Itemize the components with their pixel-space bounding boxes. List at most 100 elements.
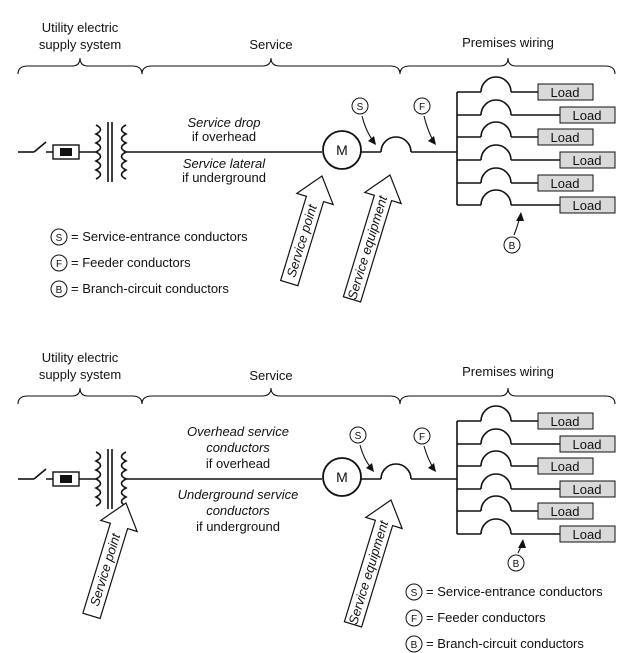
bottom-service-brace [141, 387, 401, 405]
top-switch-blade [33, 141, 47, 153]
bottom-f-badge [413, 427, 431, 445]
bottom-b-badge-label: B [513, 559, 520, 570]
bottom-legend-b-text: = Branch-circuit conductors [426, 636, 584, 651]
bottom-overhead-label-3: if overhead [206, 456, 270, 471]
top-legend-f-letter: F [56, 259, 62, 270]
top-b-badge [503, 236, 521, 254]
bottom-load-4 [559, 480, 616, 498]
top-utility-label-line1: Utility electric [42, 20, 119, 35]
top-legend-f-text: = Feeder conductors [71, 255, 191, 270]
bottom-utility-brace [17, 387, 143, 405]
bottom-service-equipment-arrow: Service equipment [343, 499, 404, 628]
bottom-service-point-arrow: Service point [82, 502, 139, 620]
bottom-underground-label-2: conductors [206, 503, 270, 518]
top-service-equipment-label: Service equipment [344, 193, 390, 302]
bottom-load-3-label: Load [551, 459, 580, 474]
top-load-6-label: Load [573, 198, 602, 213]
bottom-legend-f-text: = Feeder conductors [426, 610, 546, 625]
top-s-pointer-head [368, 136, 376, 145]
bottom-utility-label-line1: Utility electric [42, 350, 119, 365]
bottom-loads: Load Load Load Load Load Load [537, 412, 616, 543]
top-transformer-secondary [120, 124, 128, 180]
bottom-f-badge-label: F [419, 432, 425, 443]
top-premises-label: Premises wiring [462, 35, 554, 50]
top-f-badge [413, 97, 431, 115]
top-service-equipment-arrow: Service equipment [342, 174, 403, 303]
top-legend-f-badge [50, 254, 68, 272]
top-overhead-label-1: Service drop [188, 115, 261, 130]
top-load-6 [559, 196, 616, 214]
bottom-s-pointer-head [366, 463, 374, 472]
bottom-s-badge [349, 426, 367, 444]
top-load-3 [537, 128, 594, 146]
bottom-legend-f-badge [405, 609, 423, 627]
bottom-legend-f-letter: F [411, 614, 417, 625]
bottom-service-label: Service [249, 368, 292, 383]
bottom-b-pointer-head [518, 539, 526, 548]
top-loads: Load Load Load Load Load Load [537, 83, 616, 214]
bottom-switch-blade [33, 468, 47, 480]
top-load-2-label: Load [573, 108, 602, 123]
top-s-badge [351, 97, 369, 115]
bottom-premises-label: Premises wiring [462, 364, 554, 379]
top-underground-label-2: if underground [182, 170, 266, 185]
top-load-1-label: Load [551, 85, 580, 100]
top-service-point-arrow: Service point [279, 175, 335, 287]
top-b-badge-label: B [509, 241, 516, 252]
bottom-s-badge-label: S [355, 431, 362, 442]
top-fuse-element [60, 148, 72, 156]
bottom-main-breaker [380, 463, 412, 480]
top-branch-circuits [457, 76, 560, 206]
bottom-load-5 [537, 502, 594, 520]
bottom-service-equipment-label: Service equipment [345, 518, 391, 627]
top-legend-b-text: = Branch-circuit conductors [71, 281, 229, 296]
top-legend-b-letter: B [56, 285, 63, 296]
top-legend: S = Service-entrance conductors F = Feed… [50, 228, 248, 298]
bottom-load-3 [537, 457, 594, 475]
bottom-overhead-label-1: Overhead service [187, 424, 289, 439]
top-load-5 [537, 174, 594, 192]
top-legend-s-letter: S [56, 233, 63, 244]
top-load-4-label: Load [573, 153, 602, 168]
bottom-load-2 [559, 435, 616, 453]
bottom-diagram: Utility electric supply system Service P… [17, 350, 616, 653]
bottom-legend-b-badge [405, 635, 423, 653]
top-overhead-label-2: if overhead [192, 129, 256, 144]
bottom-load-4-label: Load [573, 482, 602, 497]
top-diagram: Utility electric supply system Service P… [17, 20, 616, 303]
bottom-meter [322, 457, 362, 497]
top-load-5-label: Load [551, 176, 580, 191]
bottom-legend-s-letter: S [411, 588, 418, 599]
top-service-brace [141, 57, 401, 75]
bottom-underground-label-3: if underground [196, 519, 280, 534]
bottom-transformer-primary [94, 451, 102, 507]
bottom-meter-label: M [336, 469, 348, 485]
top-utility-label-line2: supply system [39, 37, 121, 52]
top-load-2 [559, 106, 616, 124]
top-load-4 [559, 151, 616, 169]
bottom-branch-circuits [457, 405, 560, 535]
bottom-underground-label-1: Underground service [178, 487, 299, 502]
bottom-premises-brace [399, 387, 616, 405]
top-load-1 [537, 83, 594, 101]
bottom-overhead-label-2: conductors [206, 440, 270, 455]
top-premises-brace [399, 57, 616, 75]
top-main-breaker [380, 136, 412, 153]
top-underground-label-1: Service lateral [183, 156, 266, 171]
top-meter-label: M [336, 142, 348, 158]
top-f-pointer-head [428, 136, 436, 145]
top-legend-s-text: = Service-entrance conductors [71, 229, 248, 244]
bottom-b-badge [507, 554, 525, 572]
bottom-load-6-label: Load [573, 527, 602, 542]
bottom-load-1-label: Load [551, 414, 580, 429]
bottom-load-5-label: Load [551, 504, 580, 519]
bottom-f-pointer-head [428, 463, 436, 472]
bottom-load-2-label: Load [573, 437, 602, 452]
top-s-badge-label: S [357, 102, 364, 113]
bottom-transformer-secondary [120, 451, 128, 507]
top-utility-brace [17, 57, 143, 75]
top-legend-b-badge [50, 280, 68, 298]
bottom-legend: S = Service-entrance conductors F = Feed… [405, 583, 603, 653]
bottom-legend-s-badge [405, 583, 423, 601]
